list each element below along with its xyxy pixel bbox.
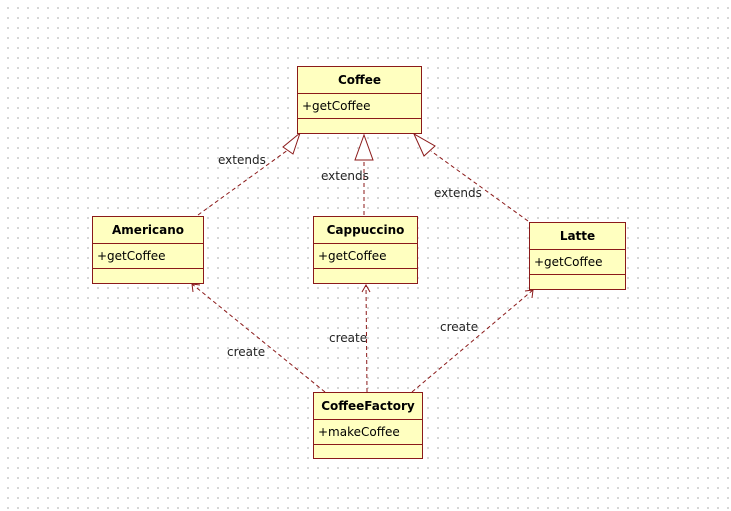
class-attributes-compartment [530,275,625,285]
class-name: Americano [93,217,203,244]
extends-americano-coffee[interactable] [197,131,302,216]
class-operation: +makeCoffee [314,420,422,445]
open-arrowhead [524,289,534,299]
class-name: Latte [530,223,625,250]
inheritance-arrowhead [282,131,302,155]
extends-label-americano: extends [218,153,266,167]
extends-latte-coffee[interactable] [412,132,529,222]
class-attributes-compartment [314,445,422,455]
dependency-line [191,283,326,393]
class-operation: +getCoffee [314,244,417,269]
extends-cappuccino-coffee[interactable] [354,133,374,215]
create-factory-americano[interactable] [191,283,326,393]
dependency-line [411,289,534,393]
create-factory-latte[interactable] [411,289,534,393]
class-operation: +getCoffee [93,244,203,269]
create-label-latte: create [440,320,479,334]
inheritance-arrowhead [354,133,374,161]
create-label-cappuccino: create [329,331,368,345]
class-cappuccino[interactable]: Cappuccino +getCoffee [313,216,418,284]
class-coffee[interactable]: Coffee +getCoffee [297,66,422,134]
dependency-line [365,284,368,393]
class-name: Cappuccino [314,217,417,244]
class-attributes-compartment [298,119,421,129]
create-factory-cappuccino[interactable] [361,283,371,393]
class-coffeefactory[interactable]: CoffeeFactory +makeCoffee [313,392,423,459]
dependency-line [197,146,293,216]
class-name: CoffeeFactory [314,393,422,420]
dependency-line [430,150,529,222]
class-name: Coffee [298,67,421,94]
extends-label-latte: extends [434,186,482,200]
class-latte[interactable]: Latte +getCoffee [529,222,626,290]
open-arrowhead [191,283,201,293]
open-arrowhead [361,283,371,293]
class-attributes-compartment [314,269,417,279]
extends-label-cappuccino: extends [321,169,369,183]
class-americano[interactable]: Americano +getCoffee [92,216,204,284]
class-operation: +getCoffee [530,250,625,275]
class-operation: +getCoffee [298,94,421,119]
class-attributes-compartment [93,269,203,279]
create-label-americano: create [227,345,266,359]
inheritance-arrowhead [412,132,436,157]
